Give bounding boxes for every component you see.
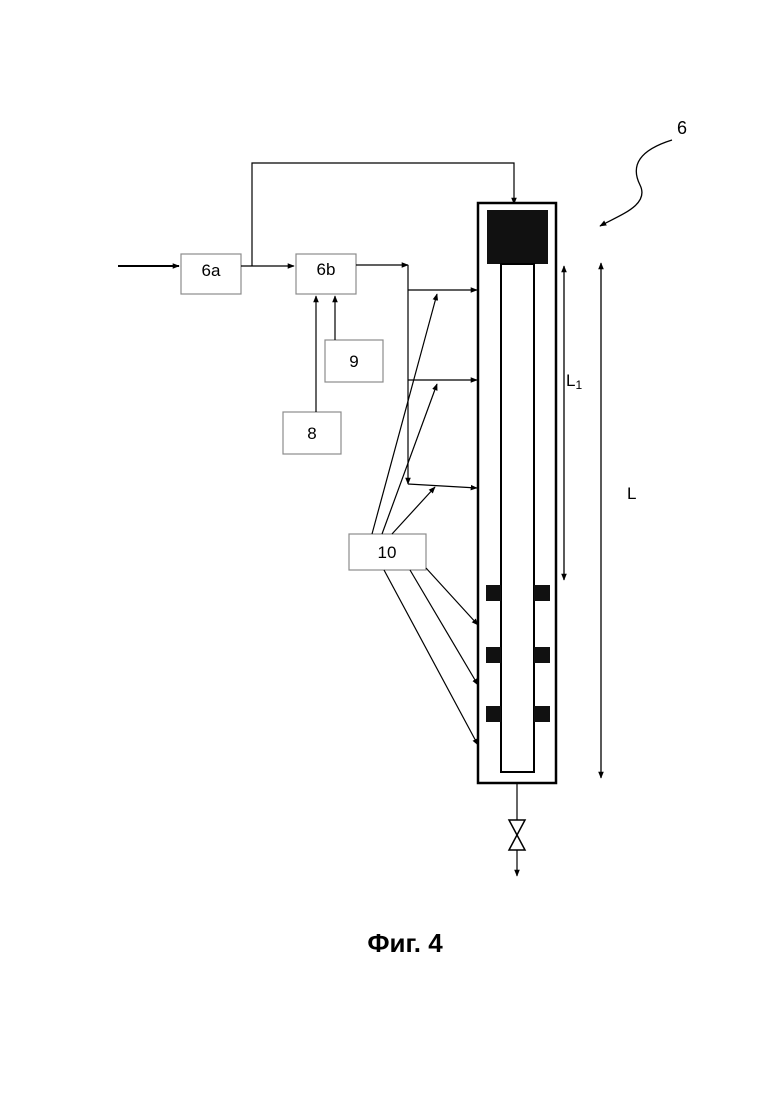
feed-line-3 — [408, 484, 477, 488]
block-6b: 6b — [296, 254, 356, 294]
column-vessel — [478, 203, 556, 783]
dimension-l-label: L — [627, 484, 636, 503]
valve-icon — [509, 820, 525, 850]
reference-leader-line — [600, 140, 672, 226]
control-line-1 — [372, 294, 437, 534]
packing-right-3 — [534, 706, 550, 722]
control-line-6 — [384, 570, 478, 745]
figure-caption: Фиг. 4 — [367, 928, 443, 958]
dimension-l1-label: L1 — [566, 371, 582, 392]
block-6b-label: 6b — [317, 260, 336, 279]
block-6a: 6a — [181, 254, 241, 294]
packing-left-1 — [486, 585, 501, 601]
block-10-label: 10 — [378, 543, 397, 562]
bypass-line — [252, 163, 514, 266]
block-8-label: 8 — [307, 424, 316, 443]
block-10: 10 — [349, 534, 426, 570]
packing-left-3 — [486, 706, 501, 722]
reference-numeral-6: 6 — [677, 118, 687, 138]
control-line-3 — [392, 487, 435, 534]
inner-tube — [501, 264, 534, 772]
block-9-label: 9 — [349, 352, 358, 371]
block-9: 9 — [325, 340, 383, 382]
control-line-4 — [426, 568, 478, 625]
packing-left-2 — [486, 647, 501, 663]
packing-right-1 — [534, 585, 550, 601]
packing-right-2 — [534, 647, 550, 663]
column-top-block — [487, 210, 548, 264]
control-line-2 — [382, 384, 437, 534]
block-8: 8 — [283, 412, 341, 454]
block-6a-label: 6a — [202, 261, 221, 280]
